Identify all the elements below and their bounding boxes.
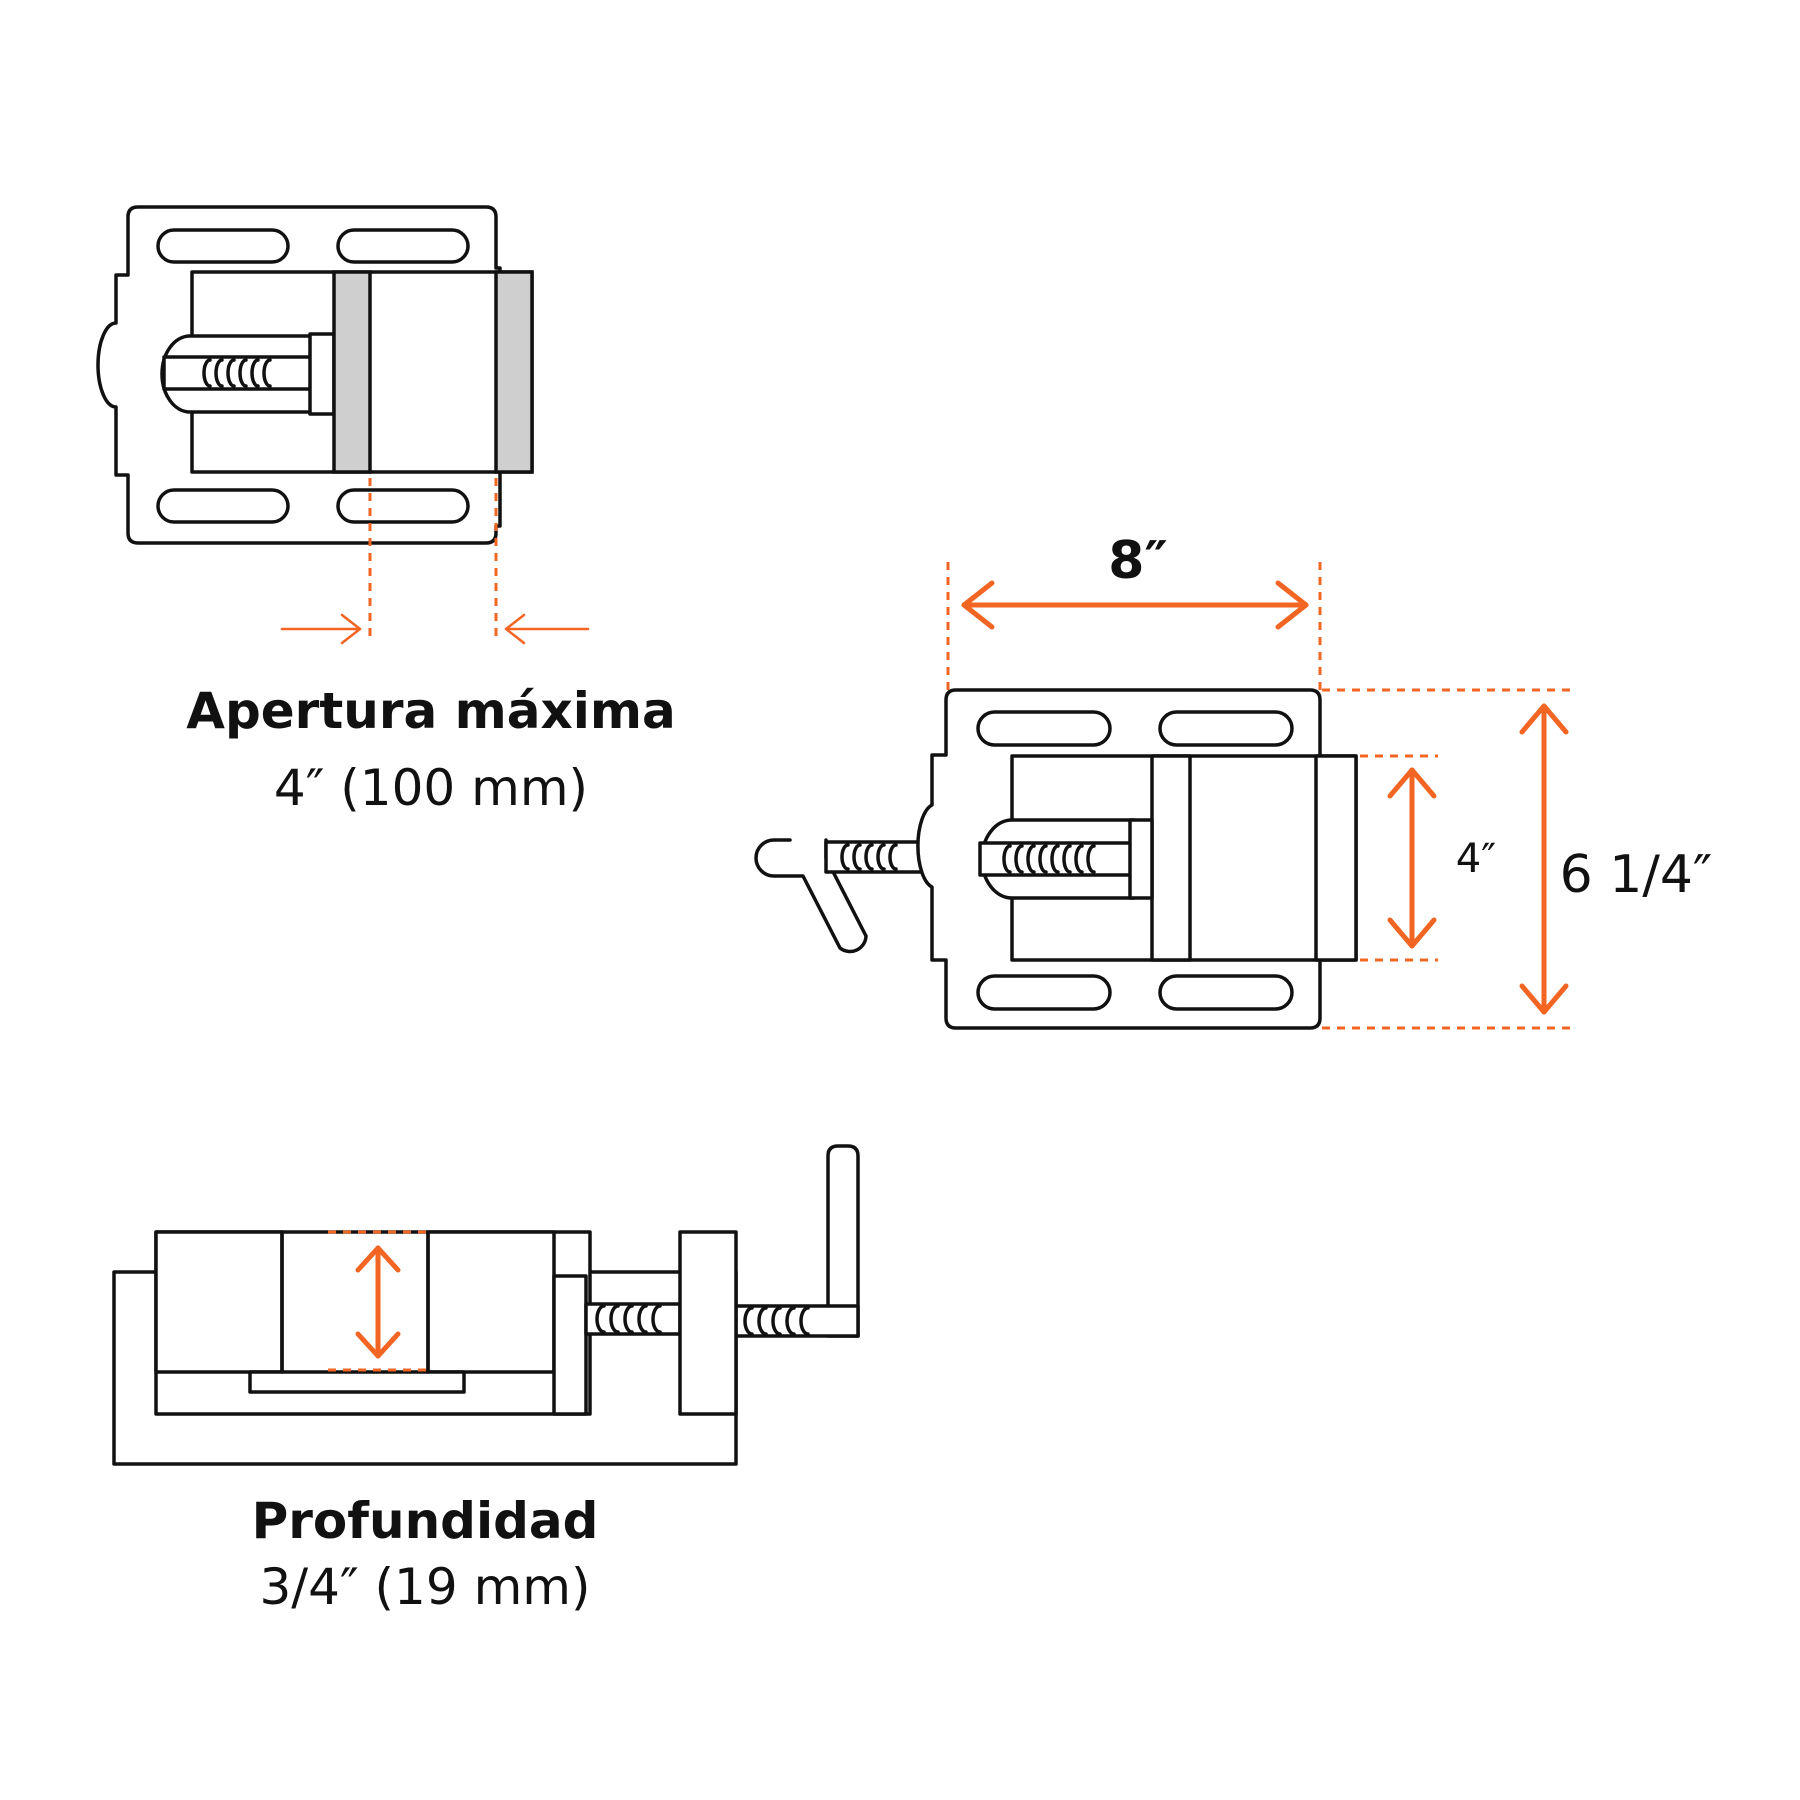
handle-screw-coils [840, 843, 898, 871]
opening-caption-title: Apertura máxima [186, 682, 675, 740]
depth-arrow [355, 1245, 401, 1359]
mounting-slot [976, 974, 1112, 1011]
mounting-slot [156, 228, 290, 264]
opening-caption-value: 4″ (100 mm) [274, 759, 588, 817]
fixed-jaw [1314, 754, 1358, 962]
mounting-slot [976, 710, 1112, 747]
lead-screw-coils [595, 1304, 662, 1334]
fixed-jaw [494, 270, 534, 474]
screw-collar [308, 332, 336, 416]
jaw-width-arrow [1387, 767, 1437, 949]
opening-arrow-right [504, 613, 590, 645]
handle-crank [754, 838, 868, 954]
handle [826, 1144, 860, 1338]
depth-arrow [1519, 703, 1569, 1015]
jaw-gap [284, 1234, 426, 1382]
top-view-opening: Apertura máxima 4″ (100 mm) [96, 205, 676, 817]
mounting-slot [156, 488, 290, 524]
mounting-slot [1158, 710, 1294, 747]
depth-label: 6 1/4″ [1560, 845, 1713, 905]
side-view-depth: Profundidad 3/4″ (19 mm) [112, 1144, 860, 1616]
width-label: 8″ [1108, 531, 1167, 591]
screw-thread-coils [202, 358, 272, 388]
opening-arrow-left [280, 613, 362, 645]
screw-collar [1128, 818, 1154, 900]
width-arrow [961, 580, 1309, 630]
depth-caption-title: Profundidad [252, 1492, 599, 1550]
movable-jaw [332, 270, 372, 474]
jaw-width-label: 4″ [1456, 836, 1496, 882]
front-jaw [552, 1274, 588, 1416]
jaw-plate [248, 1370, 466, 1394]
mounting-slot [336, 228, 470, 264]
movable-jaw [1150, 754, 1192, 962]
screw-thread-coils [1002, 844, 1096, 874]
top-view-dimensions: 8″ 4″ 6 1/4″ [754, 531, 1713, 1030]
mounting-slot [336, 488, 470, 524]
mounting-slot [1158, 974, 1294, 1011]
handle-screw [733, 1304, 860, 1338]
jaw-block-right [426, 1230, 556, 1374]
depth-caption-value: 3/4″ (19 mm) [260, 1558, 591, 1616]
handle-screw-coils [743, 1306, 810, 1336]
end-block [678, 1230, 738, 1416]
jaw-block-left [154, 1230, 284, 1374]
